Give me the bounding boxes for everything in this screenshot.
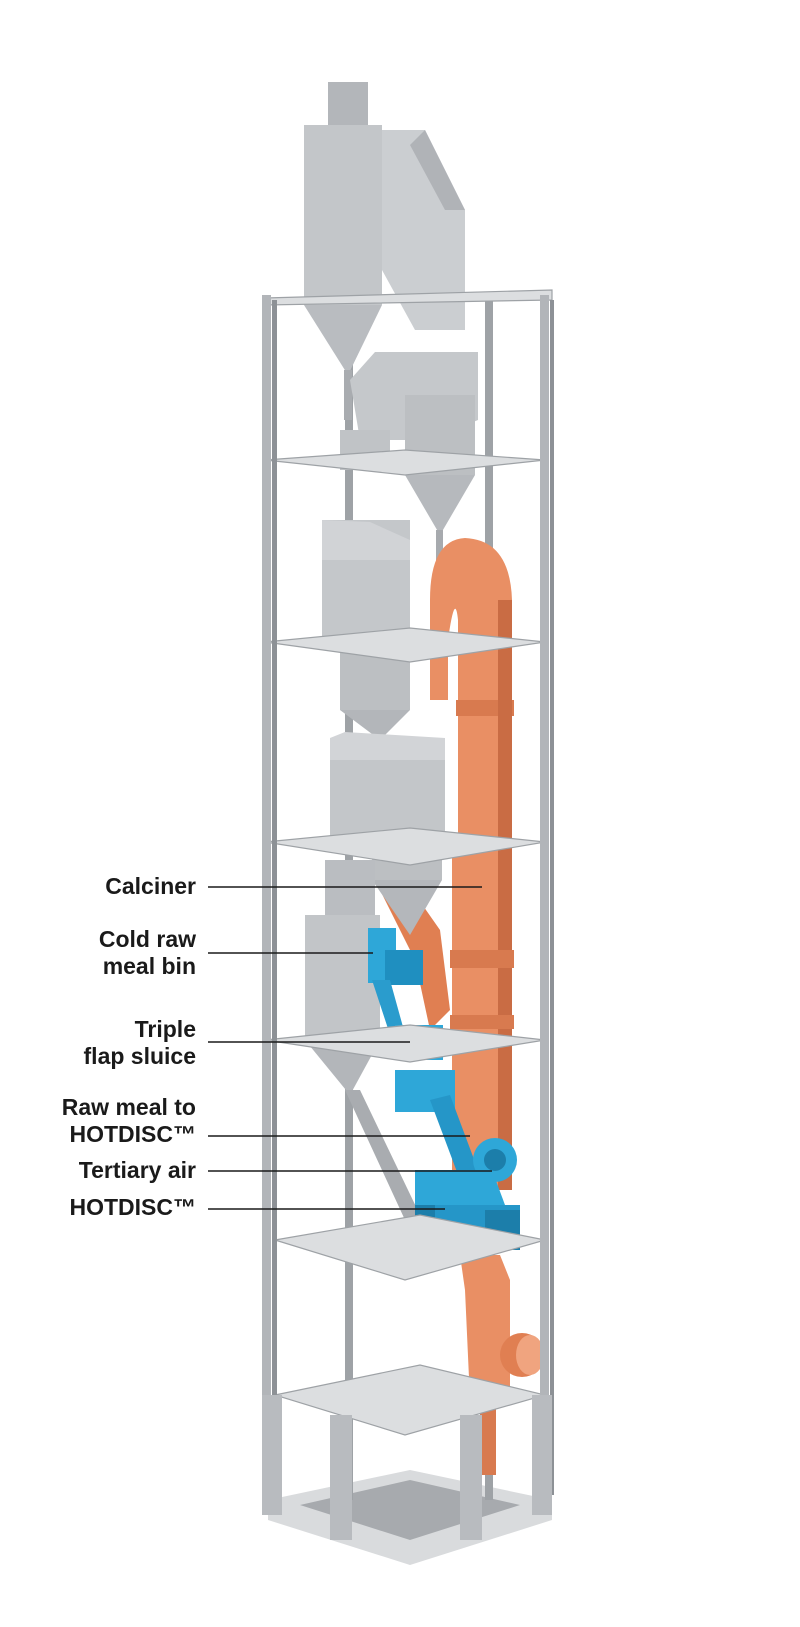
label-triple-flap-sluice-line-2: flap sluice [83,1043,196,1069]
label-cold-raw-meal-bin-line-1: Cold raw [98,926,196,952]
label-raw-meal-to-hotdisc-line-2: HOTDISC™ [69,1121,197,1147]
label-calciner: Calciner [105,873,196,900]
stage-3-cyclone [322,520,410,740]
label-tertiary-air: Tertiary air [79,1157,196,1184]
label-hotdisc-line: HOTDISC™ [69,1194,197,1220]
platforms [264,289,553,1436]
stage-2-cyclone [340,352,478,630]
label-triple-flap-sluice: Triple flap sluice [84,1016,196,1070]
label-cold-raw-meal-bin: Cold raw meal bin [99,926,196,980]
label-triple-flap-sluice-line-1: Triple [134,1016,196,1042]
stage-5-cyclone [305,915,420,1220]
top-cyclones [304,82,465,420]
label-calciner-line: Calciner [105,873,196,899]
label-cold-raw-meal-bin-line-2: meal bin [102,953,196,979]
kiln-riser [410,1255,544,1475]
label-raw-meal-to-hotdisc-line-1: Raw meal to [61,1094,196,1120]
calciner-duct [380,538,514,1190]
steel-frame-front [262,295,554,1495]
leader-lines [208,886,492,1210]
label-hotdisc: HOTDISC™ [70,1194,197,1221]
base-pillars [262,1395,552,1540]
label-tertiary-air-line: Tertiary air [78,1157,196,1183]
label-raw-meal-to-hotdisc: Raw meal to HOTDISC™ [62,1094,196,1148]
